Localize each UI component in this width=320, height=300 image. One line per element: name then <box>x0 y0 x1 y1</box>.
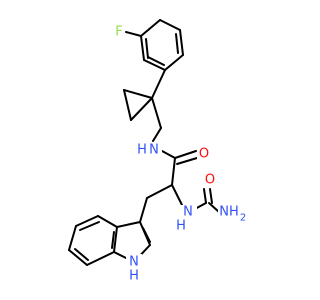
svg-text:NH: NH <box>219 205 239 220</box>
bond-cb <box>146 184 173 199</box>
svg-text:O: O <box>205 173 215 188</box>
atom-label-urea-o: O <box>203 172 217 188</box>
bond-ch2-n <box>152 127 162 142</box>
bond-ch2 <box>151 97 162 129</box>
bond-alpha-n <box>171 184 183 206</box>
svg-text:H: H <box>137 143 147 158</box>
svg-text:H: H <box>176 219 186 234</box>
svg-text:H: H <box>129 269 139 284</box>
structure-diagram: F H N O O N H NH 2 N H <box>68 19 252 286</box>
svg-text:F: F <box>115 25 122 40</box>
cyclopropane-ring <box>123 69 166 121</box>
bond-co-double <box>176 157 198 165</box>
svg-text:2: 2 <box>240 213 246 224</box>
bond-cb-indole <box>139 197 148 223</box>
atom-label-indole-nh: N H <box>126 254 142 286</box>
atom-label-urea-nh: N H <box>173 205 197 235</box>
bond-urea-o-double <box>209 188 213 204</box>
bond-urea-nh2 <box>208 202 220 213</box>
atom-label-amide-nh: H N <box>137 142 162 158</box>
indole-benzene <box>68 215 118 266</box>
atom-label-fluorine: F <box>113 24 125 40</box>
svg-text:N: N <box>183 205 193 220</box>
svg-text:O: O <box>199 147 209 162</box>
fluorophenyl-ring <box>140 19 184 71</box>
bond-n-co <box>161 150 176 159</box>
svg-text:N: N <box>129 255 139 270</box>
bond-ring-f <box>125 31 142 37</box>
atom-label-amide-o: O <box>197 146 211 162</box>
svg-text:N: N <box>149 143 159 158</box>
atom-label-urea-nh2: NH 2 <box>218 204 252 224</box>
bond-co <box>174 150 197 159</box>
bond-urea-o <box>203 188 207 204</box>
bond-alpha <box>171 157 176 186</box>
molecule-canvas: F H N O O N H NH 2 N H <box>68 19 252 286</box>
